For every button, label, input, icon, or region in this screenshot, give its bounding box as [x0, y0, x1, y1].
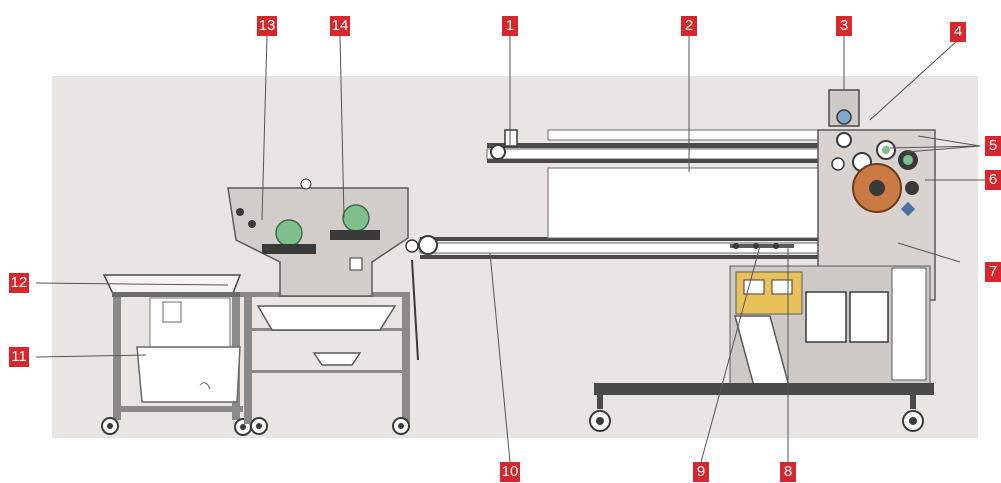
callout-8: 8 [780, 462, 796, 482]
callout-1: 1 [502, 16, 518, 36]
leader-lines [35, 35, 986, 463]
green-roller-left [275, 219, 303, 247]
callout-6: 6 [985, 170, 1001, 190]
callout-11: 11 [9, 347, 29, 367]
right-unit [486, 89, 936, 432]
middle-station [227, 178, 419, 435]
callout-12: 12 [9, 273, 29, 293]
green-roller-right [342, 204, 370, 232]
callout-2: 2 [681, 16, 697, 36]
callout-9: 9 [693, 462, 709, 482]
leader-line-14 [339, 35, 345, 219]
feed-tray-rail [112, 292, 240, 297]
callout-3: 3 [836, 16, 852, 36]
leader-line-13 [261, 35, 268, 221]
leader-line-11 [35, 354, 147, 358]
left-cart [101, 294, 252, 436]
leader-line-5c [889, 145, 981, 149]
leader-line-5b [905, 145, 981, 153]
leader-line-5a [917, 135, 981, 147]
callout-4: 4 [950, 22, 966, 42]
callout-13: 13 [257, 16, 277, 36]
leader-line-7 [897, 242, 961, 263]
callout-10: 10 [500, 462, 520, 482]
leader-line-9 [700, 245, 761, 463]
leader-line-4 [869, 39, 959, 121]
callout-14: 14 [330, 16, 350, 36]
leader-line-10 [489, 252, 511, 463]
leader-line-12 [35, 282, 229, 286]
callout-5: 5 [985, 136, 1001, 156]
callout-7: 7 [985, 262, 1001, 282]
